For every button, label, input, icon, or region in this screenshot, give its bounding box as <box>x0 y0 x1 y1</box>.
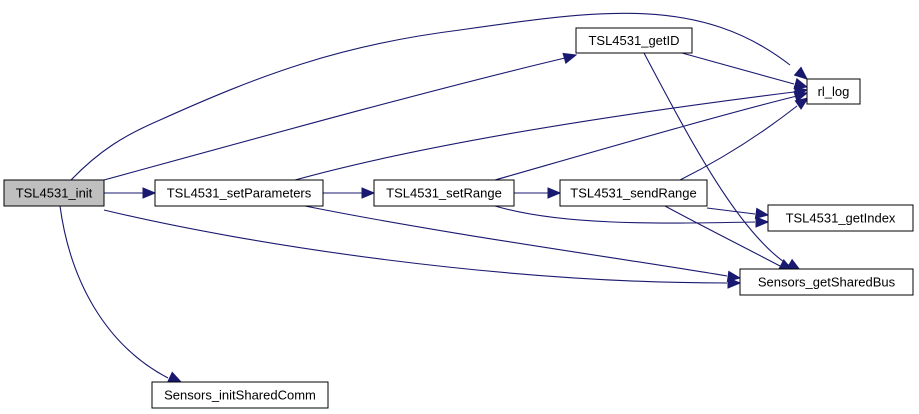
edge-setParameters-to-rl_log <box>294 85 809 181</box>
edge-line <box>681 52 795 85</box>
edge-line <box>679 105 798 181</box>
edge-line <box>643 52 791 267</box>
edge-sendRange-to-rl_log <box>679 97 810 181</box>
edge-init-to-initSharedComm <box>59 205 183 383</box>
node-box <box>559 179 708 207</box>
node-sendRange[interactable]: TSL4531_sendRange <box>559 179 708 207</box>
node-getIndex[interactable]: TSL4531_getIndex <box>767 204 914 232</box>
node-label: rl_log <box>818 84 850 99</box>
node-setRange[interactable]: TSL4531_setRange <box>373 179 515 207</box>
edge-line <box>494 205 756 224</box>
arrowhead-icon <box>793 66 808 80</box>
node-box <box>151 381 329 409</box>
edge-init-to-setParameters <box>104 187 157 199</box>
node-label: TSL4531_getIndex <box>786 211 896 226</box>
edge-setParameters-to-getSharedBus <box>304 205 742 282</box>
edge-line <box>494 95 798 181</box>
node-rl_log[interactable]: rl_log <box>806 78 861 105</box>
arrowhead-icon <box>726 270 742 282</box>
edge-getID-to-rl_log <box>681 52 809 90</box>
edge-setRange-to-getIndex <box>494 205 770 228</box>
node-label: TSL4531_sendRange <box>570 186 697 201</box>
node-initSharedComm[interactable]: Sensors_initSharedComm <box>151 381 329 409</box>
node-label: TSL4531_getID <box>588 33 679 48</box>
arrowhead-icon <box>794 97 810 110</box>
edge-init-to-rl_log <box>70 12 808 181</box>
edge-init-to-getSharedBus <box>103 209 742 289</box>
node-label: Sensors_initSharedComm <box>164 388 316 403</box>
arrowhead-icon <box>361 187 376 199</box>
edge-setRange-to-sendRange <box>514 187 562 199</box>
edge-line <box>304 205 728 277</box>
node-setParameters[interactable]: TSL4531_setParameters <box>154 179 324 207</box>
node-box <box>3 179 105 207</box>
node-box <box>739 268 914 296</box>
arrowhead-icon <box>562 52 578 64</box>
node-label: TSL4531_setParameters <box>167 186 312 201</box>
edge-init-to-getID <box>103 52 578 181</box>
edge-line <box>706 207 756 215</box>
edge-line <box>59 205 169 379</box>
edge-setRange-to-rl_log <box>494 91 809 181</box>
edge-setParameters-to-setRange <box>323 187 376 199</box>
arrowhead-icon <box>754 207 770 219</box>
node-init: TSL4531_init <box>3 179 105 207</box>
node-box <box>154 179 324 207</box>
arrowhead-icon <box>755 216 770 228</box>
edge-line <box>294 91 795 181</box>
edge-sendRange-to-getIndex <box>706 207 770 219</box>
arrowhead-icon <box>547 187 562 199</box>
node-label: TSL4531_init <box>16 186 93 201</box>
edge-line <box>103 57 566 181</box>
arrowhead-icon <box>142 187 157 199</box>
node-box <box>767 204 914 232</box>
node-label: Sensors_getSharedBus <box>758 275 896 290</box>
node-box <box>575 27 693 54</box>
edge-line <box>70 12 791 181</box>
edges-layer <box>59 12 810 383</box>
node-box <box>806 78 861 105</box>
node-getID[interactable]: TSL4531_getID <box>575 27 693 54</box>
edge-line <box>664 205 781 267</box>
node-box <box>373 179 515 207</box>
edge-line <box>103 209 728 284</box>
edge-getID-to-getSharedBus <box>643 52 802 271</box>
arrowhead-icon <box>793 91 809 103</box>
node-label: TSL4531_setRange <box>386 186 502 201</box>
node-getSharedBus[interactable]: Sensors_getSharedBus <box>739 268 914 296</box>
arrowhead-icon <box>793 78 809 90</box>
